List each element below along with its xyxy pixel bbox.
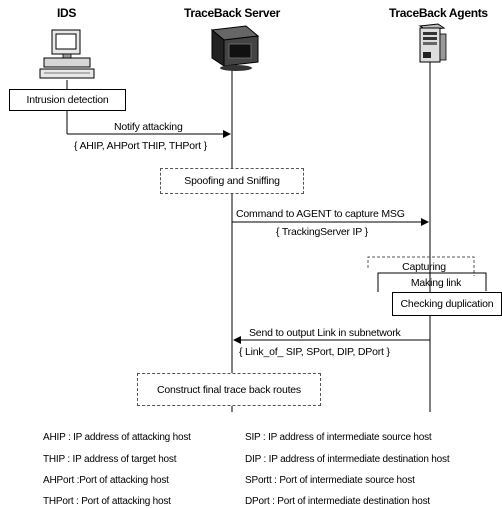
server-header: TraceBack Server [184,6,280,20]
making-link-box-shadow [377,272,487,292]
intrusion-detection-box: Intrusion detection [9,89,126,111]
legend-right-1: DIP : IP address of intermediate destina… [245,454,450,465]
agents-tower-icon [418,23,447,63]
server-icon [210,25,260,71]
construct-routes-box: Construct final trace back routes [137,373,321,406]
capturing-box-shadow [367,256,475,276]
command-label: Command to AGENT to capture MSG [236,208,405,220]
legend-right-0: SIP : IP address of intermediate source … [245,432,432,443]
legend-left-1: THIP : IP address of target host [43,454,177,465]
notify-label: Notify attacking [114,121,183,133]
capturing-box: Capturing [402,260,446,273]
ids-computer-icon [39,29,95,79]
legend-right-2: SPortt : Port of intermediate source hos… [245,475,415,486]
notify-params: { AHIP, AHPort THIP, THPort } [74,140,207,152]
legend-right-3: DPort : Port of intermediate destination… [245,496,430,507]
spoofing-sniffing-box: Spoofing and Sniffing [160,168,304,194]
checking-duplication-box: Checking duplication [392,292,502,316]
making-link-box: Making link [410,277,462,289]
legend-left-3: THPort : Port of attacking host [43,496,171,507]
agents-header: TraceBack Agents [389,6,488,20]
send-params: { Link_of_ SIP, SPort, DIP, DPort } [239,346,390,358]
legend-left-0: AHIP : IP address of attacking host [43,432,191,443]
send-label: Send to output Link in subnetwork [249,327,401,339]
ids-header: IDS [57,6,77,20]
command-params: { TrackingServer IP } [276,226,368,238]
legend-left-2: AHPort :Port of attacking host [43,475,169,486]
